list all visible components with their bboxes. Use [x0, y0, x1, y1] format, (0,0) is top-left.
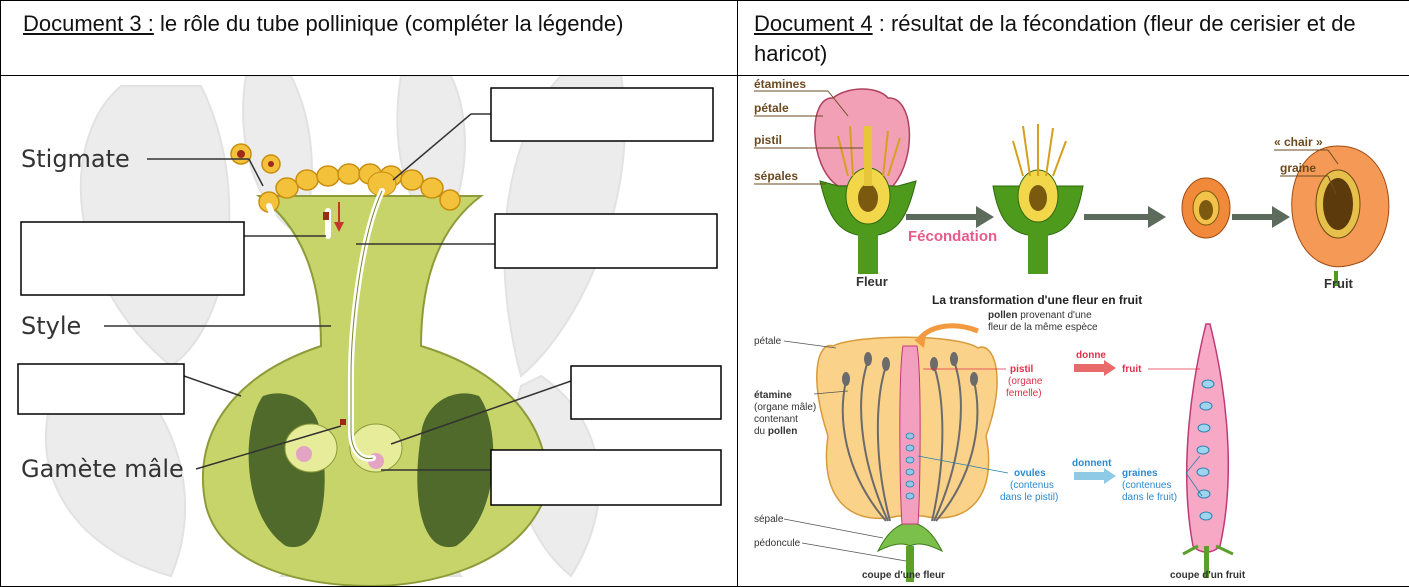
label-chair: « chair » [1274, 135, 1323, 149]
label-ovules-l3: dans le pistil) [1000, 492, 1058, 503]
label-pollen: pollen provenant d'une [988, 310, 1092, 321]
label-petale-bottom: pétale [754, 336, 782, 347]
label-pollen-line2: fleur de la même espèce [988, 322, 1098, 333]
blank-box-6[interactable] [491, 450, 721, 505]
ovule-left [285, 424, 337, 472]
blank-box-3[interactable] [495, 214, 717, 268]
flower-to-fruit-diagram: étamines pétale pistil sépales « chair »… [738, 76, 1408, 586]
label-petale-top: pétale [754, 101, 789, 115]
bean-flower-section [817, 326, 997, 582]
doc3-title-rest: le rôle du tube pollinique (compléter la… [154, 11, 624, 36]
label-ovules: ovules [1014, 468, 1046, 479]
label-style: Style [21, 312, 81, 340]
label-etamine-l2: (organe mâle) [754, 402, 816, 413]
label-etamine-l3: contenant [754, 414, 798, 425]
label-sepale: sépale [754, 514, 784, 525]
label-etamine: étamine [754, 390, 792, 401]
doc4-body: étamines pétale pistil sépales « chair »… [738, 76, 1409, 587]
label-pistil-top: pistil [754, 133, 782, 147]
label-pedoncule: pédoncule [754, 538, 801, 549]
label-coupe-fruit: coupe d'un fruit [1170, 570, 1246, 581]
label-etamine-l4: du pollen [754, 426, 797, 437]
blank-box-4[interactable] [18, 364, 184, 414]
label-graines: graines [1122, 468, 1158, 479]
transformation-arrows [906, 206, 1290, 228]
label-etamines: étamines [754, 77, 806, 91]
doc4-header: Document 4 : résultat de la fécondation … [738, 1, 1409, 76]
pollen-tube-diagram: Stigmate Style Gamète mâle [1, 76, 736, 586]
label-graines-l3: dans le fruit) [1122, 492, 1177, 503]
label-pistil-bottom: pistil [1010, 364, 1034, 375]
label-fleur: Fleur [856, 274, 888, 289]
doc3-title-ref: Document 3 : [23, 11, 154, 36]
top-caption: La transformation d'une fleur en fruit [932, 293, 1142, 307]
donnent-arrow [1074, 468, 1116, 484]
label-sepales: sépales [754, 169, 798, 183]
label-organe-femelle-2: femelle) [1006, 388, 1042, 399]
doc3-header: Document 3 : le rôle du tube pollinique … [1, 1, 738, 76]
label-fecondation: Fécondation [908, 228, 997, 245]
doc4-title-ref: Document 4 [754, 11, 873, 36]
label-stigmate: Stigmate [21, 145, 130, 173]
label-fruit-bottom: fruit [1122, 364, 1142, 375]
label-organe-femelle-1: (organe [1008, 376, 1043, 387]
label-graines-l2: (contenues [1122, 480, 1171, 491]
bean-pod [1183, 324, 1233, 578]
doc3-body: Stigmate Style Gamète mâle [1, 76, 738, 587]
label-gamete-male: Gamète mâle [21, 455, 184, 483]
label-donnent: donnent [1072, 458, 1112, 469]
label-graine-top: graine [1280, 161, 1316, 175]
label-ovules-l2: (contenus [1010, 480, 1054, 491]
blank-box-2[interactable] [21, 222, 244, 295]
donne-arrow [1074, 360, 1116, 376]
label-fruit-top: Fruit [1324, 276, 1354, 291]
label-coupe-fleur: coupe d'une fleur [862, 570, 945, 581]
label-donne: donne [1076, 350, 1106, 361]
blank-box-1[interactable] [491, 88, 713, 141]
young-fruit [1182, 178, 1230, 238]
cherry-flower [815, 89, 916, 274]
wilted-flower [993, 124, 1083, 274]
blank-box-5[interactable] [571, 366, 721, 419]
